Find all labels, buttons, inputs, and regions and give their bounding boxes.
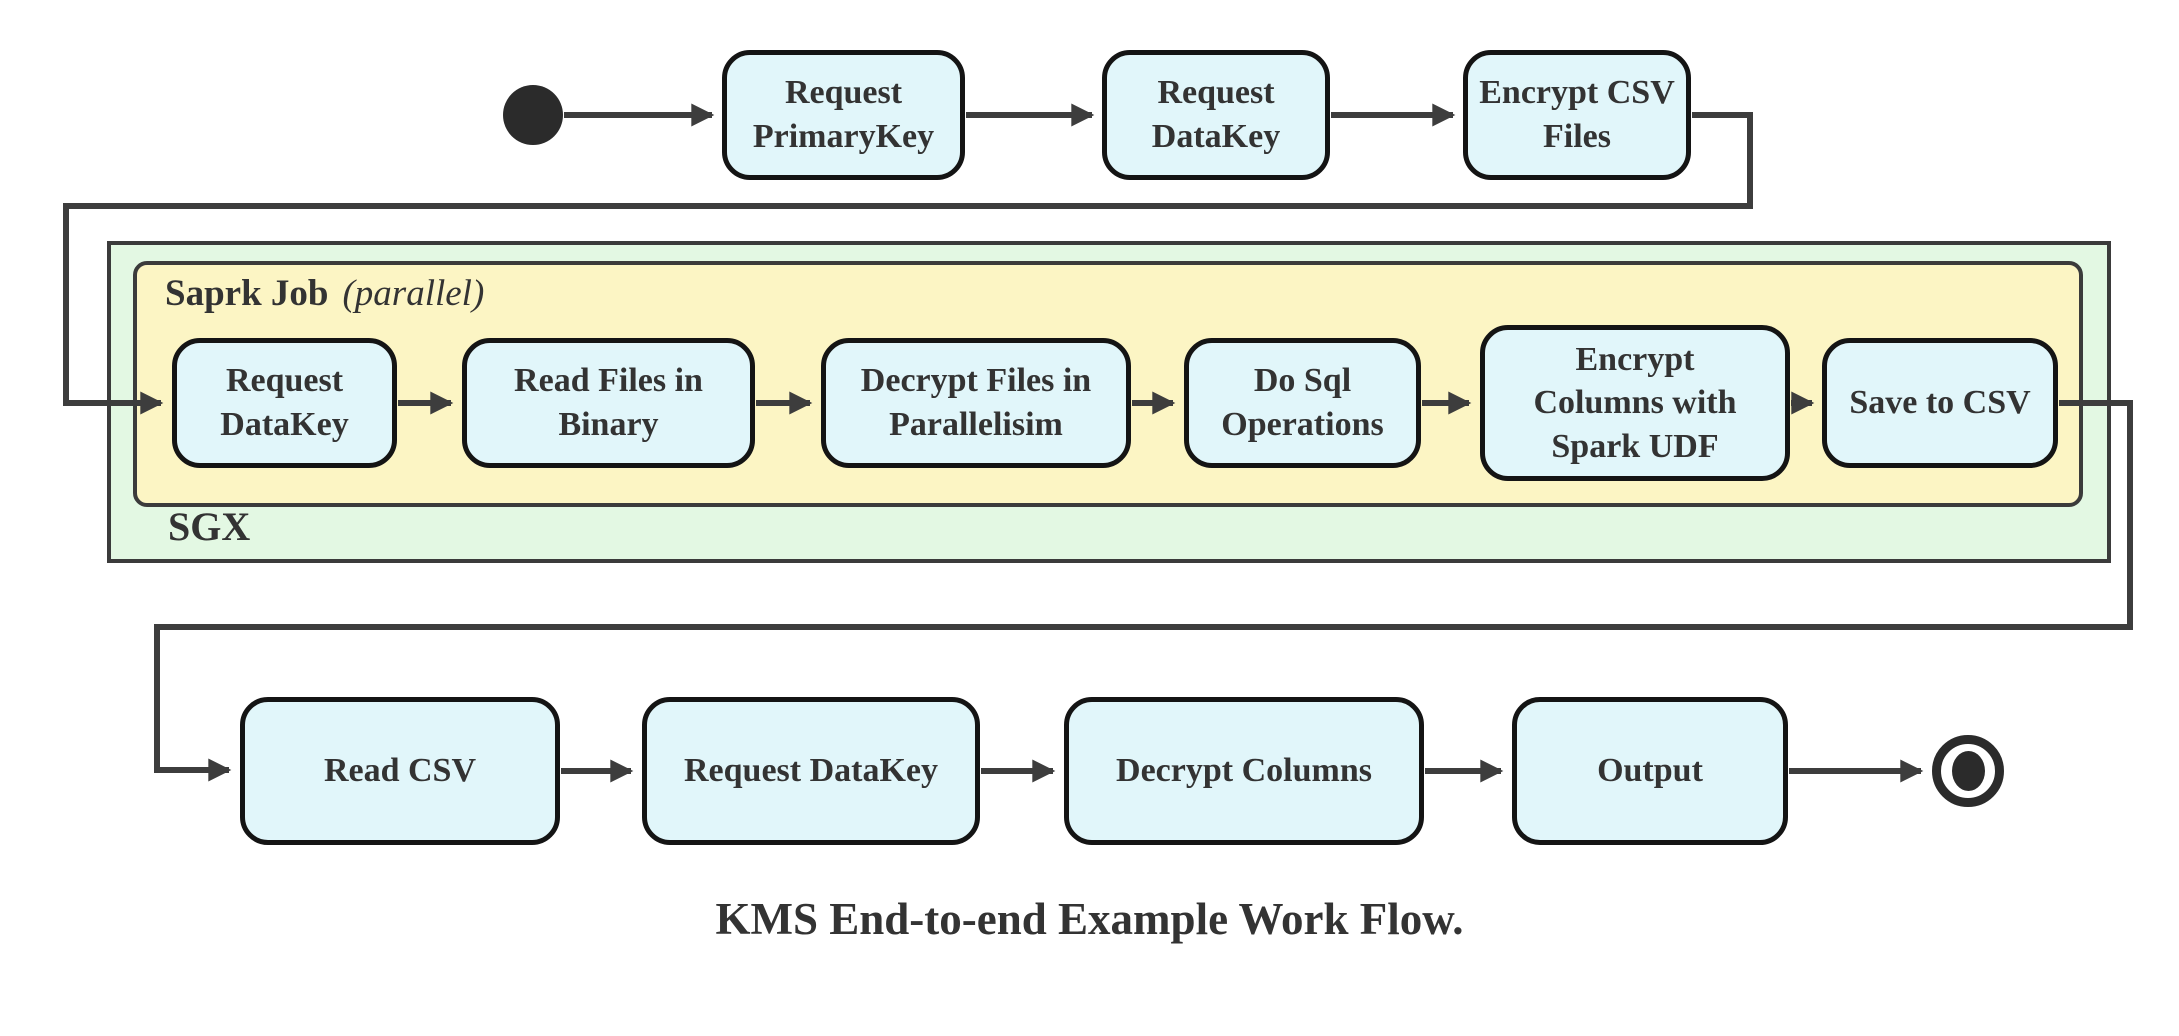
activity-label: Read Files in Binary [514,362,703,443]
spark-job-group-title: Saprk Job (parallel) [165,272,484,315]
activity-read-files-binary: Read Files in Binary [462,338,755,468]
activity-label: Encrypt Columns with Spark UDF [1533,340,1737,465]
end-node-icon [1932,735,2004,807]
start-node-icon [503,85,563,145]
activity-sgx-request-datakey: Request DataKey [172,338,397,468]
activity-read-csv: Read CSV [240,697,560,845]
activity-request-primarykey: Request PrimaryKey [722,50,965,180]
activity-label: Decrypt Files in Parallelisim [860,362,1092,443]
diagram-caption: KMS End-to-end Example Work Flow. [715,894,1464,944]
activity-label: Request DataKey [683,752,939,790]
activity-decrypt-columns: Decrypt Columns [1064,697,1424,845]
activity-label: Request PrimaryKey [752,74,935,155]
activity-encrypt-csv-files: Encrypt CSV Files [1463,50,1691,180]
activity-encrypt-columns-spark-udf: Encrypt Columns with Spark UDF [1480,325,1790,481]
sgx-label: SGX [168,504,251,549]
activity-label: Request DataKey [220,362,349,443]
activity-decrypt-files-parallelism: Decrypt Files in Parallelisim [821,338,1131,468]
spark-job-title: Saprk Job [165,273,329,314]
activity-label: Encrypt CSV Files [1479,74,1675,155]
activity-label: Do Sql Operations [1221,362,1384,443]
activity-label: Output [1597,752,1703,790]
activity-request-datakey-bottom: Request DataKey [642,697,980,845]
activity-label: Save to CSV [1849,384,2031,422]
spark-job-mode: (parallel) [342,273,485,314]
activity-save-to-csv: Save to CSV [1822,338,2058,468]
activity-do-sql-operations: Do Sql Operations [1184,338,1421,468]
activity-output: Output [1512,697,1788,845]
activity-label: Request DataKey [1151,74,1281,155]
end-node-core [1951,751,1985,791]
activity-request-datakey-top: Request DataKey [1102,50,1330,180]
activity-label: Read CSV [323,752,477,790]
activity-label: Decrypt Columns [1116,752,1372,790]
